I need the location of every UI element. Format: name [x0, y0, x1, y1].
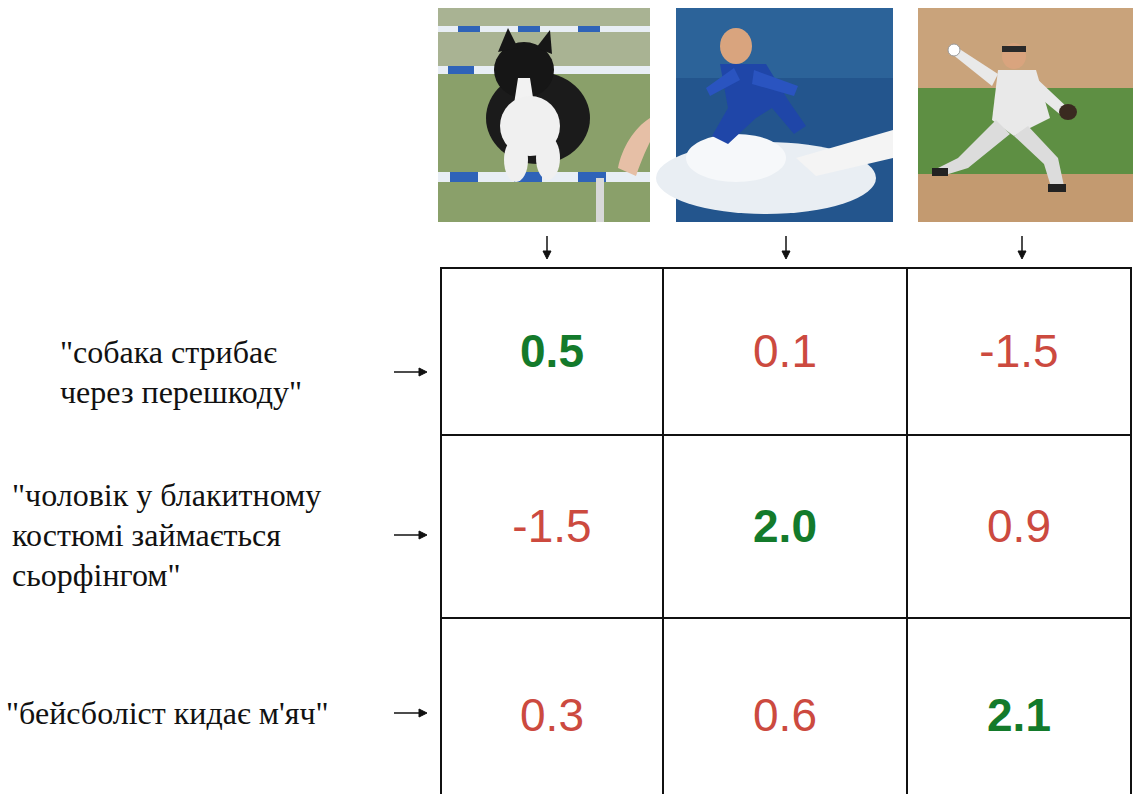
- score-cell: 0.1: [662, 267, 908, 436]
- caption-text: "чоловік у блакитному костюмі займається…: [12, 475, 384, 595]
- down-arrow: [1021, 236, 1023, 252]
- caption-text: "бейсболіст кидає м'яч": [6, 693, 388, 733]
- surfer-arm: [706, 68, 740, 96]
- jump-bar-stripe: [518, 26, 540, 32]
- similarity-score: 0.5: [520, 326, 584, 377]
- right-arrow: [394, 712, 420, 714]
- similarity-score: 0.3: [520, 690, 584, 741]
- pitcher-shoe: [932, 168, 948, 176]
- dog-ear: [536, 30, 552, 54]
- pitcher-leg: [1014, 126, 1064, 190]
- jump-bar-stripe: [450, 172, 478, 182]
- score-cell: 2.1: [906, 617, 1132, 794]
- score-cell: 2.0: [662, 434, 908, 619]
- surfer-head: [720, 28, 752, 64]
- caption-text: "собака стрибає через перешкоду": [60, 332, 332, 412]
- score-cell: 0.5: [440, 267, 664, 436]
- jump-bar-stripe: [578, 26, 600, 32]
- arrow-head: [1018, 251, 1026, 259]
- pitcher-shoe: [1048, 184, 1066, 192]
- arrow-head: [419, 531, 427, 539]
- down-arrows: [543, 236, 1026, 259]
- pitcher-leg: [938, 120, 1010, 176]
- handler-arm: [618, 118, 650, 176]
- pitcher-head: [1002, 43, 1026, 69]
- dog-photo: [438, 8, 650, 222]
- mound-dirt: [918, 174, 1133, 222]
- dog-paw: [504, 138, 528, 182]
- similarity-score: -1.5: [512, 501, 591, 552]
- arrow-head: [782, 251, 790, 259]
- dog-paw: [536, 136, 560, 180]
- arrow-head: [419, 709, 427, 717]
- similarity-score: 0.1: [753, 326, 817, 377]
- jump-bar-stripe: [458, 26, 480, 32]
- right-arrows: [394, 368, 427, 717]
- pitcher-photo: [918, 8, 1133, 222]
- similarity-score: -1.5: [979, 326, 1058, 377]
- score-cell: -1.5: [906, 267, 1132, 436]
- score-cell: 0.3: [440, 617, 664, 794]
- glove: [1059, 104, 1077, 120]
- surfboard: [796, 130, 893, 176]
- down-arrow: [546, 236, 548, 252]
- down-arrow: [785, 236, 787, 252]
- spray: [686, 134, 786, 182]
- grass-ground: [438, 8, 650, 222]
- similarity-score: 0.6: [753, 690, 817, 741]
- score-cell: 0.6: [662, 617, 908, 794]
- pitcher-cap: [1002, 46, 1026, 52]
- score-cell: 0.9: [906, 434, 1132, 619]
- jump-bar: [438, 26, 650, 32]
- similarity-score: 2.1: [987, 690, 1051, 741]
- similarity-score: 2.0: [753, 501, 817, 552]
- surfer-arm: [752, 70, 798, 96]
- arrow-head: [419, 368, 427, 376]
- right-arrow: [394, 371, 420, 373]
- surfer-photo: [656, 8, 893, 222]
- right-arrow: [394, 534, 420, 536]
- similarity-score: 0.9: [987, 501, 1051, 552]
- score-cell: -1.5: [440, 434, 664, 619]
- sea-far: [676, 8, 893, 78]
- dog-ear: [498, 28, 518, 52]
- jump-post: [596, 178, 604, 222]
- jump-bar-stripe: [448, 66, 474, 74]
- baseball: [948, 44, 960, 56]
- arrow-head: [543, 251, 551, 259]
- infield-dirt: [918, 8, 1133, 222]
